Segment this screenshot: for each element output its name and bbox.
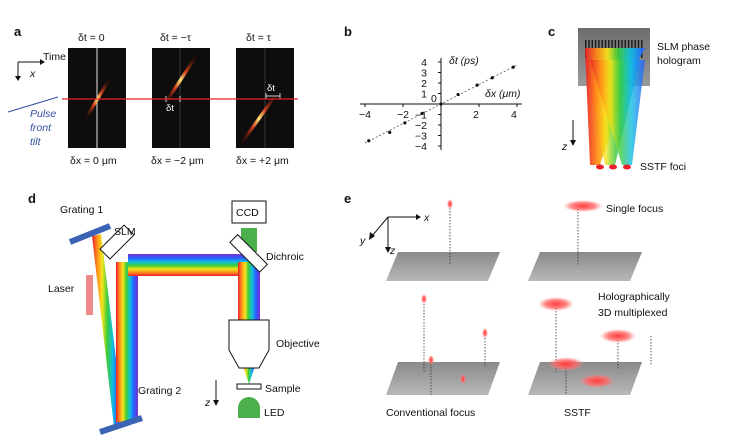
- holo-label-1: Holographically: [598, 291, 671, 303]
- focus-spot: [447, 199, 453, 209]
- focus-spot: [548, 357, 584, 371]
- slm-label: SLM: [114, 226, 136, 238]
- y-axis-label: δt (ps): [449, 55, 479, 67]
- y-tick-label: −1: [415, 110, 427, 122]
- panel-d-label: d: [28, 191, 36, 206]
- grating-2-label: Grating 2: [138, 385, 181, 397]
- x-tick-label: −2: [397, 109, 409, 121]
- slm-label-2: hologram: [657, 55, 701, 67]
- slm-label-1: SLM phase: [657, 41, 710, 53]
- x-tick-label: 4: [511, 109, 517, 121]
- focus-spot: [538, 297, 574, 311]
- frame-2-top: δt = −τ: [160, 32, 192, 44]
- y-tick-label: −4: [415, 141, 427, 153]
- zero-label: 0: [431, 93, 437, 105]
- pulse-tilt-line-2: front: [30, 122, 52, 134]
- x-tick-label: −4: [359, 109, 371, 121]
- data-point: [403, 121, 407, 125]
- frame-2: [152, 48, 210, 148]
- frame-3-top: δt = τ: [246, 32, 272, 44]
- y-tick-label: −2: [415, 120, 427, 132]
- data-point: [439, 102, 443, 106]
- y-tick-label: 2: [421, 78, 427, 90]
- x-label-e: x: [423, 212, 430, 224]
- panel-a-label: a: [14, 24, 22, 39]
- data-point: [388, 130, 392, 134]
- objective-label: Objective: [276, 338, 320, 350]
- panel-e-label: e: [344, 191, 351, 206]
- plane-conventional-single: [386, 252, 500, 281]
- focus-spot: [579, 374, 615, 388]
- data-point: [511, 65, 515, 69]
- z-label-d: z: [204, 397, 211, 409]
- frame-1: [68, 48, 126, 148]
- frame-3-marker: δt: [267, 83, 275, 94]
- focus-spot: [460, 374, 466, 384]
- led-label: LED: [264, 407, 285, 419]
- laser-label: Laser: [48, 283, 75, 295]
- sample-slide: [236, 383, 262, 390]
- focus-spot: [421, 294, 427, 304]
- objective-lens: [228, 319, 270, 369]
- y-label-e: y: [359, 235, 366, 247]
- data-point: [367, 139, 371, 143]
- ccd-label: CCD: [236, 207, 259, 219]
- focus-spot: [482, 328, 488, 338]
- y-tick-label: 3: [421, 68, 427, 80]
- sstf-foci: [596, 164, 631, 170]
- frame-3-bottom: δx = +2 μm: [236, 155, 289, 167]
- panel-b-label: b: [344, 24, 352, 39]
- frame-1-top: δt = 0: [78, 32, 105, 44]
- y-tick-label: 1: [421, 89, 427, 101]
- grating-1: [68, 223, 112, 245]
- time-axis-arrow: [15, 59, 45, 81]
- z-arrow-d: [213, 380, 219, 406]
- y-tick-label: 4: [421, 57, 427, 69]
- holo-label-2: 3D multiplexed: [598, 307, 668, 319]
- foci-label: SSTF foci: [640, 161, 686, 173]
- dichroic-label: Dichroic: [266, 251, 304, 263]
- panel-c-label: c: [548, 24, 555, 39]
- pulse-tilt-line-3: tilt: [30, 136, 42, 148]
- frame-1-bottom: δx = 0 μm: [70, 155, 117, 167]
- z-label-e: z: [389, 245, 396, 257]
- z-label-c: z: [561, 141, 568, 153]
- conventional-label: Conventional focus: [386, 407, 475, 419]
- data-point: [490, 76, 494, 80]
- sstf-beams: [585, 48, 645, 165]
- plane-conventional-multi: [386, 362, 500, 395]
- dichroic-mirror: [229, 233, 269, 273]
- data-point: [456, 92, 460, 97]
- focus-spot: [563, 200, 603, 212]
- ccd-box: [231, 200, 267, 224]
- x-label: x: [29, 68, 36, 80]
- x-axis-label: δx (μm): [485, 88, 521, 100]
- plane-sstf-single: [528, 252, 642, 281]
- axes-e: [369, 214, 421, 253]
- sample-label: Sample: [265, 383, 301, 395]
- sstf-label: SSTF: [564, 407, 591, 419]
- focus-spot: [600, 329, 636, 343]
- pulse-tilt-line-1: Pulse: [30, 108, 56, 120]
- data-point: [475, 83, 479, 87]
- time-label: Time: [43, 51, 66, 63]
- frame-2-marker: δt: [166, 103, 174, 114]
- pulse-tilt-pointer: [7, 96, 59, 113]
- slm-element: [99, 224, 135, 260]
- laser-beam: [86, 275, 93, 315]
- data-point: [420, 111, 424, 116]
- grating-2: [99, 415, 143, 435]
- led-light: [238, 397, 260, 418]
- single-focus-label: Single focus: [606, 203, 663, 215]
- focus-spot: [428, 355, 434, 365]
- y-tick-label: −3: [415, 131, 427, 143]
- x-tick-label: 2: [473, 109, 479, 121]
- z-arrow-c: [570, 120, 576, 146]
- frame-2-bottom: δx = −2 μm: [151, 155, 204, 167]
- grating-1-label: Grating 1: [60, 204, 103, 216]
- frame-3: [236, 48, 294, 148]
